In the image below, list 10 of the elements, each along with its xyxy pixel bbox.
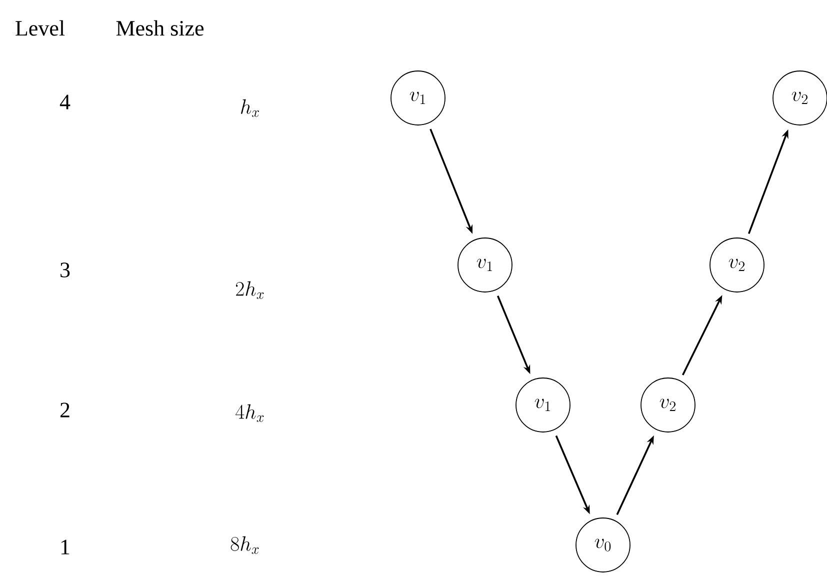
mesh-size-formula: $h_{x}$ — [241, 99, 259, 117]
level-number: 3 — [60, 262, 70, 278]
level-number: 1 — [61, 540, 70, 554]
column-header: Mesh size — [116, 20, 204, 36]
mesh-size-formula: $4h_{x}$ — [236, 404, 264, 422]
level-number: 2 — [60, 402, 70, 418]
column-header: Level — [16, 20, 65, 36]
mesh-size-formula: $2h_{x}$ — [236, 281, 264, 299]
level-number: 4 — [60, 94, 70, 110]
mesh-size-formula: $8h_{x}$ — [230, 536, 259, 554]
